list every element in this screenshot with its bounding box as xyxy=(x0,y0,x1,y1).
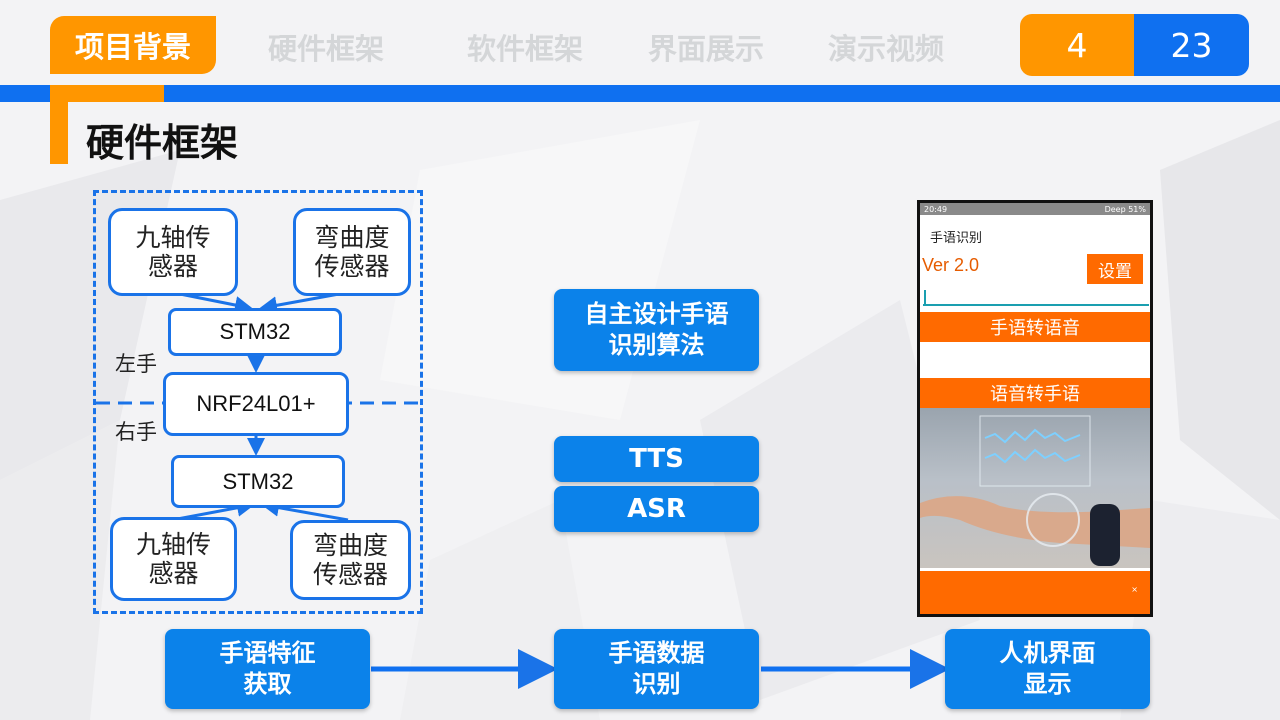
status-time: 20:49 xyxy=(924,204,948,214)
left-hand-label: 左手 xyxy=(115,352,157,376)
nav-tab-project-background[interactable]: 项目背景 xyxy=(50,16,216,74)
flow-label-line2: 识别 xyxy=(632,670,681,698)
algorithm-box: 自主设计手语识别算法 xyxy=(554,289,759,371)
flow-label-line2: 获取 xyxy=(243,670,292,698)
nav-tab-demo[interactable]: 演示视频 xyxy=(828,32,945,66)
flow-step-ui-display: 人机界面显示 xyxy=(945,629,1150,709)
right-hand-label: 右手 xyxy=(115,420,157,444)
hardware-dashed-frame xyxy=(93,190,423,614)
sensor-label-line1: 弯曲度 xyxy=(312,531,388,560)
bottom-stm32-chip: STM32 xyxy=(171,455,345,508)
sensor-label-line2: 传感器 xyxy=(312,560,388,589)
sensor-label-line1: 九轴传 xyxy=(135,530,211,559)
total-pages: 23 xyxy=(1134,14,1249,76)
sensor-label-line1: 弯曲度 xyxy=(314,223,390,252)
flow-step-feature-acquisition: 手语特征获取 xyxy=(165,629,370,709)
bottom-nine-axis-sensor: 九轴传感器 xyxy=(110,517,237,601)
phone-screen: 20:49 Deep 51% 手语识别 Ver 2.0 设置 手语转语音 语音转… xyxy=(920,203,1150,614)
flow-step-data-recognition: 手语数据识别 xyxy=(554,629,759,709)
flow-label-line1: 手语数据 xyxy=(608,639,705,667)
sensor-label-line2: 感器 xyxy=(148,559,199,588)
text-cursor xyxy=(924,290,926,304)
tts-box: TTS xyxy=(554,436,759,482)
status-indicators: Deep 51% xyxy=(1104,204,1146,214)
bottom-bend-sensor: 弯曲度传感器 xyxy=(290,520,411,600)
settings-button[interactable]: 设置 xyxy=(1087,254,1143,284)
close-mark[interactable]: × xyxy=(1131,585,1138,594)
bottom-action-bar: × xyxy=(920,571,1150,614)
flow-label-line1: 人机界面 xyxy=(999,639,1096,667)
title-accent-bar xyxy=(50,100,68,164)
speech-to-sign-button[interactable]: 语音转手语 xyxy=(920,378,1150,408)
page-title: 硬件框架 xyxy=(86,121,239,165)
text-input[interactable] xyxy=(923,304,1149,306)
header-divider xyxy=(0,85,1280,102)
asr-box: ASR xyxy=(554,486,759,532)
sensor-label-line1: 九轴传 xyxy=(135,223,211,252)
algo-line1: 自主设计手语 xyxy=(584,300,729,328)
current-page: 4 xyxy=(1020,14,1134,76)
phone-status-bar: 20:49 Deep 51% xyxy=(920,203,1150,215)
page-indicator: 4 23 xyxy=(1020,14,1249,76)
algo-line2: 识别算法 xyxy=(608,331,705,359)
nav-tab-software[interactable]: 软件框架 xyxy=(467,32,584,66)
nrf24l01-radio: NRF24L01+ xyxy=(163,372,349,436)
version-label: Ver 2.0 xyxy=(922,255,980,275)
top-nine-axis-sensor: 九轴传感器 xyxy=(108,208,238,296)
phone-screenshot: 20:49 Deep 51% 手语识别 Ver 2.0 设置 手语转语音 语音转… xyxy=(917,200,1153,617)
arm-armband-image xyxy=(920,408,1150,568)
top-bend-sensor: 弯曲度传感器 xyxy=(293,208,411,296)
nav-tab-hardware[interactable]: 硬件框架 xyxy=(268,32,385,66)
sensor-label-line2: 感器 xyxy=(147,252,198,281)
sign-to-speech-button[interactable]: 手语转语音 xyxy=(920,312,1150,342)
flow-label-line1: 手语特征 xyxy=(219,639,316,667)
header-accent xyxy=(50,85,164,102)
sensor-label-line2: 传感器 xyxy=(314,252,390,281)
flow-label-line2: 显示 xyxy=(1023,670,1072,698)
app-title: 手语识别 xyxy=(930,231,983,246)
nav-tab-label: 项目背景 xyxy=(74,30,191,64)
top-stm32-chip: STM32 xyxy=(168,308,342,356)
nav-tab-ui[interactable]: 界面展示 xyxy=(648,32,765,66)
armband-illustration xyxy=(920,415,1150,566)
